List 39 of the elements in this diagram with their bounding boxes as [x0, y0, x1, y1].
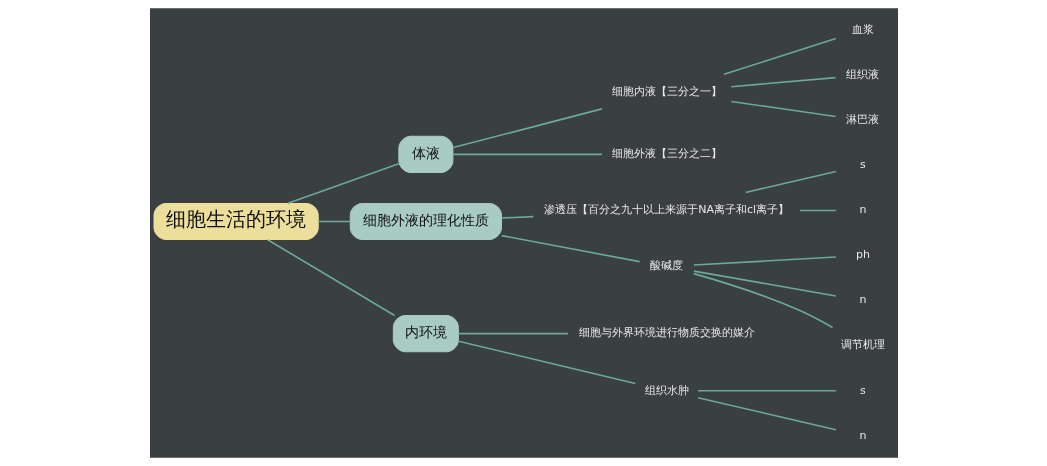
connector [722, 37, 837, 76]
connector [744, 170, 837, 194]
node-text: 细胞与外界环境进行物质交换的媒介 [578, 326, 755, 340]
node-text: 血浆 [851, 23, 874, 37]
connector [286, 163, 399, 205]
node-text: n [858, 203, 866, 217]
connector [692, 272, 833, 329]
node-text: ph [855, 248, 870, 262]
connector [317, 220, 351, 223]
node-text: 组织水肿 [644, 383, 689, 397]
connector [696, 396, 837, 431]
node-text: 渗透压【百分之九十以上来源于NA离子和cl离子】 [543, 203, 789, 217]
node-text: 细胞外液【三分之二】 [611, 147, 722, 161]
connector [266, 238, 395, 317]
connector [500, 234, 640, 263]
node-text: s [859, 158, 866, 172]
connector [457, 340, 636, 385]
node-text: n [858, 428, 866, 442]
node-box: 体液 [397, 135, 453, 173]
connector [730, 100, 836, 118]
connector [500, 215, 534, 219]
connector [798, 209, 837, 212]
node-box: 细胞外液的理化性质 [349, 202, 502, 240]
node-text: 细胞内液【三分之一】 [611, 85, 722, 99]
connector [692, 270, 837, 297]
connector [692, 256, 837, 266]
node-box: 内环境 [392, 315, 459, 353]
connector [457, 332, 569, 335]
node-text: 酸碱度 [649, 259, 683, 273]
node-text: 淋巴液 [845, 113, 879, 127]
node-text: s [859, 383, 866, 397]
connector [730, 76, 836, 88]
node-text: 调节机理 [840, 338, 885, 352]
node-box: 细胞生活的环境 [153, 202, 319, 240]
node-text: 组织液 [845, 68, 879, 82]
connector [452, 153, 603, 156]
connector [452, 108, 603, 149]
connector [696, 389, 837, 392]
node-text: n [858, 293, 866, 307]
